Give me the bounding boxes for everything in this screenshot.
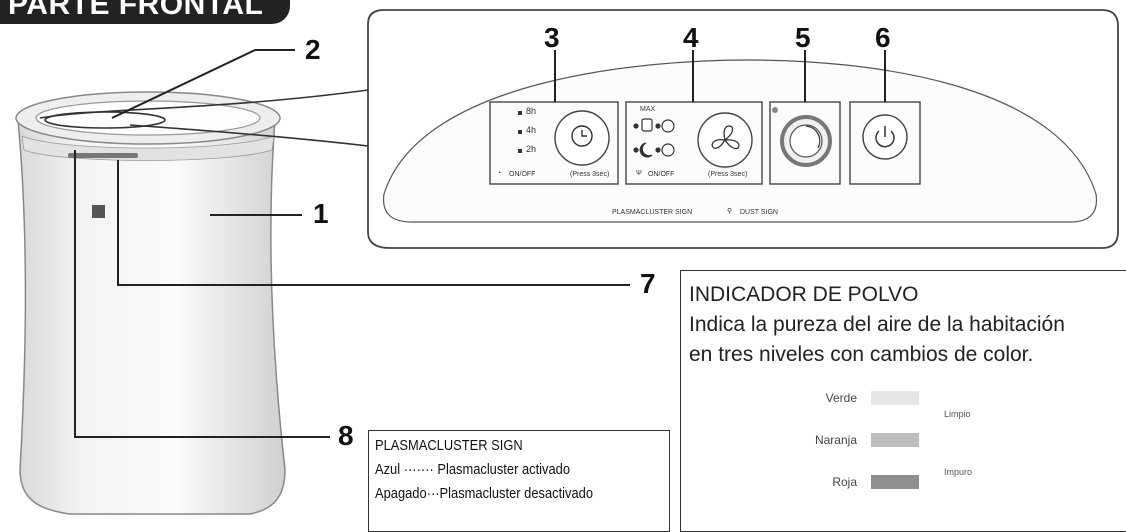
plasmacluster-dots-off: ···	[426, 485, 440, 502]
level-swatch-orange	[871, 433, 919, 447]
timer-icon: ◔	[497, 170, 502, 177]
callout-1: 1	[313, 198, 329, 229]
level-swatch-red	[871, 475, 919, 489]
plasmacluster-key-off: Apagado	[375, 485, 427, 502]
plasmacluster-line-off: Apagado···Plasmacluster desactivado	[375, 485, 593, 502]
callout-7: 7	[640, 268, 656, 299]
dust-indicator-title: INDICADOR DE POLVO	[689, 283, 919, 306]
level-label-orange: Naranja	[814, 433, 857, 447]
arrow-label-dirty: Impuro	[944, 467, 973, 477]
timer-button-hint: (Press 3sec)	[570, 171, 610, 178]
plasmacluster-value-on: Plasmacluster activado	[437, 461, 570, 478]
callout-2: 2	[305, 34, 321, 65]
mode-max-label: MAX	[640, 106, 656, 113]
timer-button[interactable]	[554, 110, 610, 166]
air-purifier-body	[15, 91, 286, 515]
level-label-green: Verde	[825, 391, 857, 405]
plasmacluster-value-off: Plasmacluster desactivado	[439, 485, 593, 502]
dust-sign-indicator	[772, 107, 832, 167]
plasmacluster-line-on: Azul ······· Plasmacluster activado	[375, 461, 570, 478]
level-swatch-green	[871, 391, 919, 405]
fan-mode-button[interactable]	[697, 112, 753, 168]
plasmacluster-sign-box: PLASMACLUSTER SIGN Azul ······· Plasmacl…	[368, 430, 670, 532]
plasmacluster-key-blue: Azul	[375, 461, 401, 478]
plasmacluster-sign-label: PLASMACLUSTER SIGN	[612, 209, 693, 216]
mode-icons	[633, 118, 675, 158]
dust-indicator-description-1: Indica la pureza del aire de la habitaci…	[689, 313, 1065, 336]
level-label-red: Roja	[832, 475, 857, 489]
callout-8: 8	[338, 420, 354, 451]
dust-sign-label: DUST SIGN	[740, 209, 778, 216]
magnifier-icon: ⚲	[727, 208, 733, 215]
fan-icon: Ψ	[636, 170, 642, 177]
dust-indicator-description-2: en tres niveles con cambios de color.	[689, 343, 1034, 366]
section-title: PARTE FRONTAL	[0, 0, 290, 24]
callout-6: 6	[875, 22, 891, 53]
callout-3: 3	[544, 22, 560, 53]
plasmacluster-box-title: PLASMACLUSTER SIGN	[375, 437, 523, 454]
timer-button-label: ON/OFF	[509, 171, 536, 178]
diagram-drawing	[15, 9, 1119, 515]
arrow-label-clean: Limpio	[944, 409, 971, 419]
plasmacluster-dots-blue: ·······	[403, 461, 434, 478]
timer-level-8h: 8h	[526, 106, 537, 116]
callout-5: 5	[795, 22, 811, 53]
fan-button-hint: (Press 3sec)	[708, 171, 748, 178]
callout-4: 4	[683, 22, 699, 53]
dust-indicator-box: INDICADOR DE POLVO Indica la pureza del …	[680, 270, 1126, 532]
fan-button-label: ON/OFF	[648, 171, 675, 178]
timer-level-4h: 4h	[526, 125, 537, 135]
timer-level-2h: 2h	[526, 144, 537, 154]
power-button[interactable]	[862, 114, 908, 160]
